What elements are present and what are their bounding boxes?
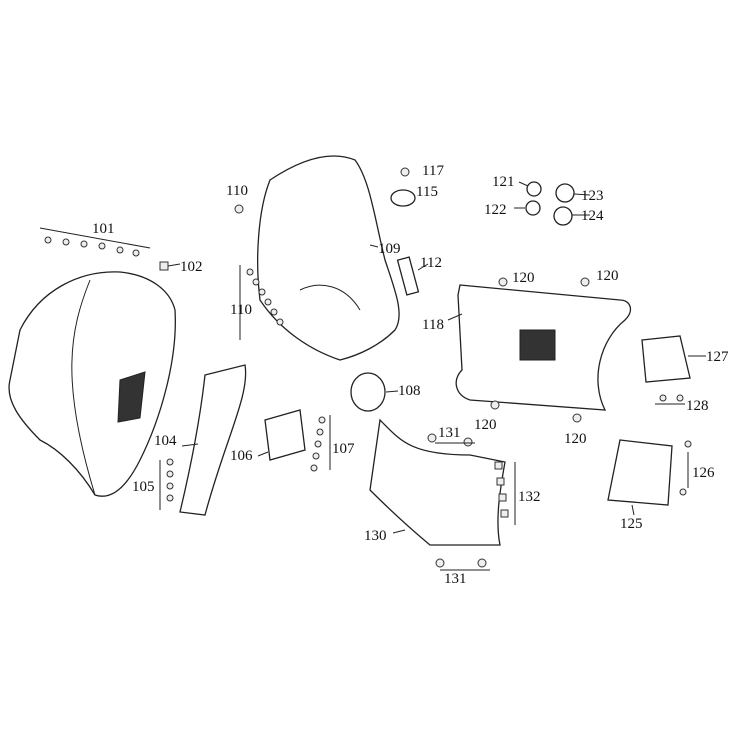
callout-101: 101 — [92, 221, 115, 237]
screw-column-110 — [246, 268, 284, 326]
ring-121 — [526, 181, 542, 197]
shield-opening — [117, 371, 146, 423]
callout-105: 105 — [132, 479, 155, 495]
callout-120d: 120 — [564, 431, 587, 447]
callout-122: 122 — [484, 202, 507, 218]
trim-104 — [179, 364, 247, 516]
callout-107: 107 — [332, 441, 355, 457]
callout-106: 106 — [230, 448, 253, 464]
screw-column-107 — [310, 416, 326, 472]
callout-110: 110 — [226, 183, 248, 199]
callout-130: 130 — [364, 528, 387, 544]
pad-112 — [396, 256, 420, 296]
callout-117: 117 — [422, 163, 444, 179]
box-125 — [607, 439, 673, 506]
callout-120a: 120 — [512, 270, 535, 286]
callout-125: 125 — [620, 516, 643, 532]
callout-112: 112 — [420, 255, 442, 271]
screw-117 — [400, 167, 410, 177]
callout-102: 102 — [180, 259, 203, 275]
nut-102 — [159, 261, 169, 271]
callout-126: 126 — [692, 465, 715, 481]
inner-panel-part — [257, 155, 400, 361]
ring-124 — [553, 206, 573, 226]
floor-opening — [519, 329, 556, 361]
clip-column-132 — [494, 461, 509, 518]
callout-131a: 131 — [438, 425, 461, 441]
callout-132: 132 — [518, 489, 541, 505]
callout-115: 115 — [416, 184, 438, 200]
ring-122 — [525, 200, 541, 216]
callout-108: 108 — [398, 383, 421, 399]
ring-123 — [555, 183, 575, 203]
callout-104: 104 — [154, 433, 177, 449]
screw-column-105 — [166, 458, 174, 502]
callout-123: 123 — [581, 188, 604, 204]
callout-124: 124 — [581, 208, 604, 224]
front-shield-part — [8, 271, 176, 497]
screw-110 — [234, 204, 244, 214]
screw-row-101 — [44, 236, 140, 257]
callout-127: 127 — [706, 349, 729, 365]
lower-cover-130 — [369, 418, 506, 546]
callout-121: 121 — [492, 174, 515, 190]
o-ring-108 — [350, 372, 386, 412]
callout-128: 128 — [686, 398, 709, 414]
callout-109: 109 — [378, 241, 401, 257]
clip-115 — [390, 189, 416, 207]
callout-120b: 120 — [596, 268, 619, 284]
bracket-106 — [264, 409, 306, 461]
cover-127 — [641, 335, 691, 383]
callout-131b: 131 — [444, 571, 467, 587]
callout-110b: 110 — [230, 302, 252, 318]
callout-118: 118 — [422, 317, 444, 333]
callout-120c: 120 — [474, 417, 497, 433]
